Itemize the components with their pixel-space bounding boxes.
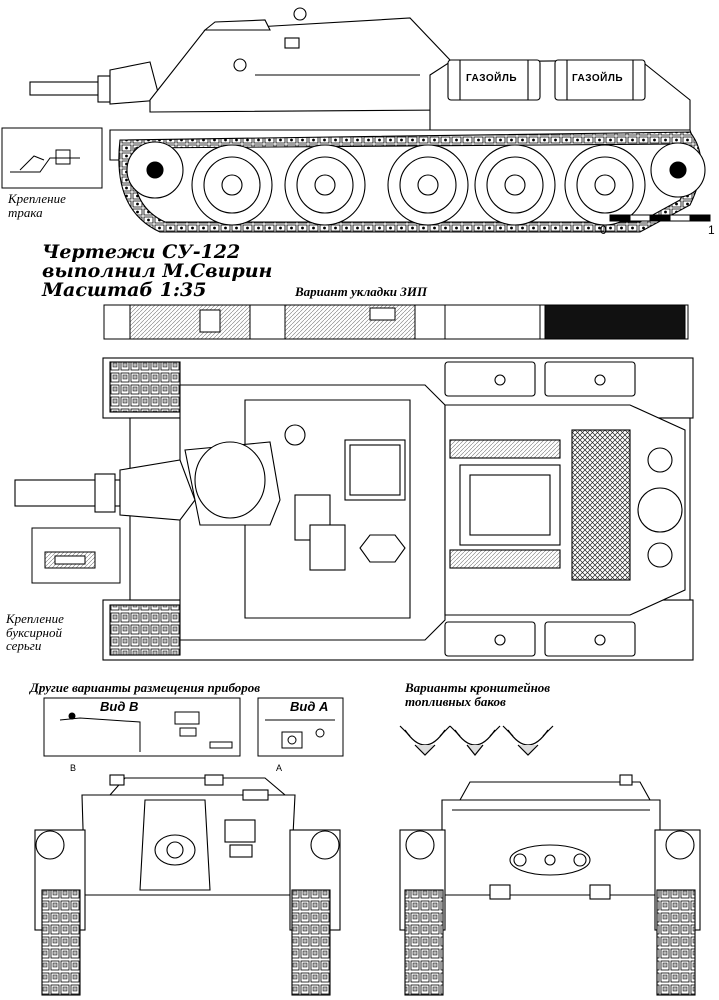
track-mount-label: Крепление трака (8, 191, 66, 220)
title-line-1: Чертежи СУ-122 (42, 241, 241, 263)
track-mount-inset (1, 127, 103, 189)
scale-bar (609, 214, 711, 222)
front-right-track (291, 889, 331, 996)
engine-grille (571, 429, 631, 581)
fuel-tank-1-label: ГАЗОЙЛЬ (466, 73, 518, 84)
view-a-label: Вид А (290, 699, 329, 714)
fuel-tank-1 (447, 59, 541, 101)
zip-stowage-view (103, 304, 689, 340)
hatch-1 (344, 439, 406, 501)
gun-mantlet-top (119, 459, 196, 521)
view-a-inset (257, 697, 344, 757)
road-wheel (191, 144, 273, 226)
casemate (149, 17, 451, 113)
front-left-track (41, 889, 81, 996)
view-b-marker: В (70, 763, 77, 773)
tank-brackets-label: Варианты кронштейнов топливных баков (405, 680, 551, 709)
gun-barrel (29, 81, 103, 96)
hatch-bump (284, 37, 300, 49)
gun-muzzle (97, 75, 111, 103)
rear-right-track (656, 889, 696, 996)
fuel-drum (405, 830, 435, 860)
headlight (310, 830, 340, 860)
road-wheel (284, 144, 366, 226)
bolt (233, 58, 247, 72)
title-line-2: выполнил М.Свирин (42, 260, 273, 282)
scale-end: 1 (708, 223, 715, 237)
periscope-dome (293, 7, 307, 21)
driver-hatch (224, 819, 256, 843)
rear-view (399, 774, 701, 996)
road-wheel (564, 144, 646, 226)
headlight (35, 830, 65, 860)
zip-stowage-label: Вариант укладки ЗИП (295, 284, 428, 299)
commander-cupola (203, 19, 271, 31)
title-line-3: Масштаб 1:35 (42, 279, 207, 301)
view-b-inset (43, 697, 241, 757)
rear-left-track (404, 889, 444, 996)
scale-start: 0 (600, 223, 607, 237)
fuel-tank-2 (554, 59, 646, 101)
road-wheel (474, 144, 556, 226)
fuel-tank-2-label: ГАЗОЙЛЬ (572, 73, 624, 84)
side-view (29, 7, 706, 233)
top-view (14, 357, 694, 661)
tow-shackle-inset (31, 527, 121, 584)
view-b-label: Вид В (100, 699, 139, 714)
instrument-variants-label: Другие варианты размещения приборов (30, 680, 261, 695)
tank-bracket-variants (399, 725, 554, 756)
view-a-marker: А (276, 763, 283, 773)
front-view (34, 774, 341, 996)
road-wheel (387, 144, 469, 226)
tow-shackle-label: Крепление буксирной серьги (6, 611, 64, 654)
fuel-drum (665, 830, 695, 860)
